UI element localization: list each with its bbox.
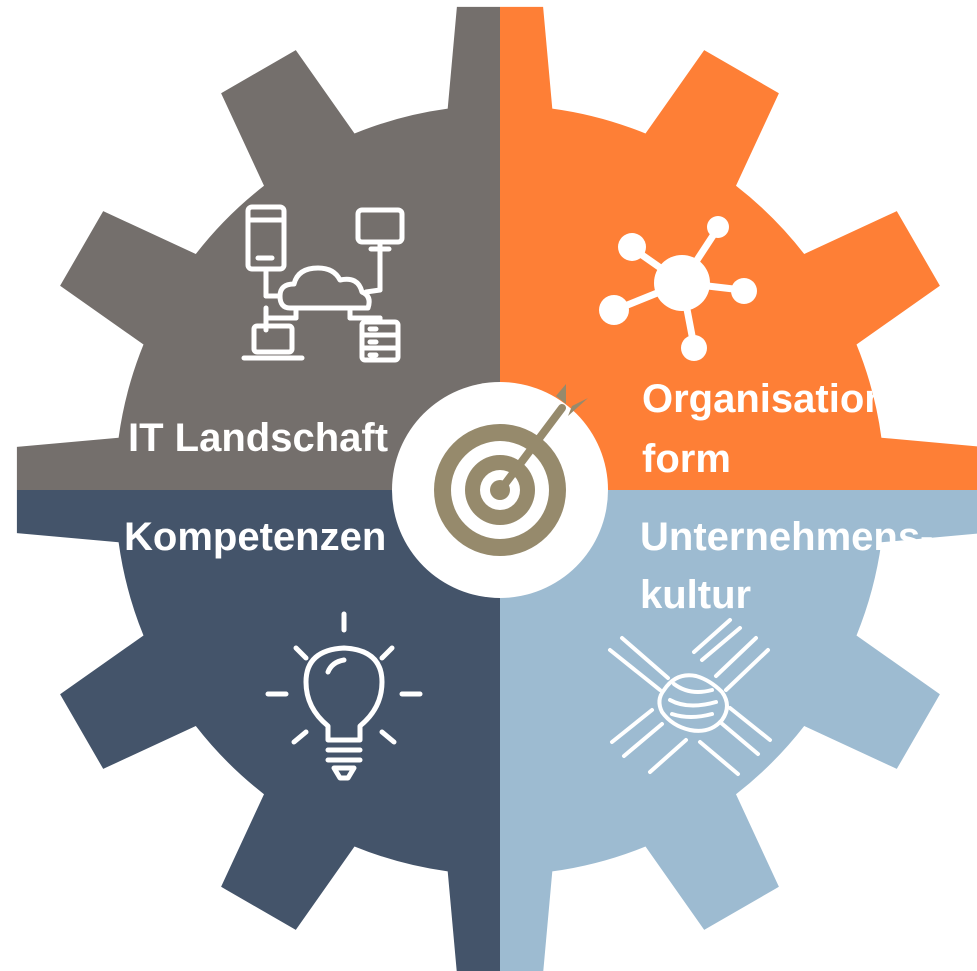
it-infrastructure-icon bbox=[241, 204, 405, 363]
label-unternehmenskultur-line2: kultur bbox=[640, 573, 751, 617]
stacked-hands-icon bbox=[608, 618, 772, 776]
target-arrow-icon bbox=[434, 384, 588, 556]
label-organisationsform-line1: Organisations- bbox=[642, 377, 924, 421]
label-kompetenzen: Kompetenzen bbox=[124, 515, 386, 559]
label-organisationsform-line2: form bbox=[642, 437, 731, 481]
network-hub-icon bbox=[599, 216, 757, 361]
label-it-landschaft: IT Landschaft bbox=[128, 416, 388, 460]
center-target bbox=[392, 382, 608, 598]
label-unternehmenskultur-line1: Unternehmens- bbox=[640, 515, 933, 559]
lightbulb-icon bbox=[265, 611, 423, 781]
